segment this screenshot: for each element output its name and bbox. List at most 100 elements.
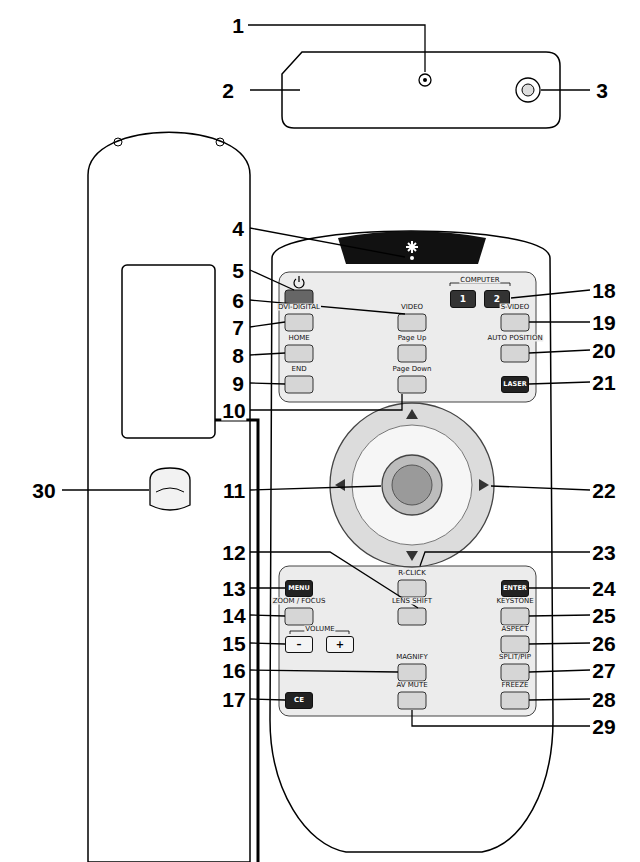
leader-line (412, 710, 590, 726)
button-label: – (297, 640, 302, 650)
callout-number: 26 (591, 633, 616, 654)
leader-line (250, 643, 285, 644)
callout-number: 9 (231, 373, 245, 394)
leader-line (529, 350, 590, 353)
callout-number: 5 (231, 260, 245, 281)
callout-number: 27 (591, 660, 616, 681)
callout-number: 23 (591, 542, 616, 563)
button-caption: LENS SHIFT (391, 598, 433, 605)
leader-line (541, 89, 590, 90)
laser-port-dot (423, 78, 427, 82)
button-caption: R-CLICK (397, 570, 426, 577)
callout-number: 12 (221, 542, 246, 563)
remote-button (285, 314, 313, 331)
pointer-line (215, 420, 258, 862)
pad-ring (352, 425, 472, 545)
button-caption: AV MUTE (395, 682, 428, 689)
callout-number: 8 (231, 345, 245, 366)
remote-button: MENU (285, 580, 313, 597)
button-caption: DVI-DIGITAL (277, 304, 321, 311)
remote-button (398, 345, 426, 362)
remote-button (398, 608, 426, 625)
leader-line (250, 486, 381, 490)
leader-line (491, 486, 590, 490)
button-caption: VIDEO (400, 304, 424, 311)
button-caption: MAGNIFY (395, 654, 429, 661)
callout-number: 22 (591, 480, 616, 501)
leader-line (250, 670, 398, 672)
leader-line (529, 382, 590, 384)
callout-number: 13 (221, 578, 246, 599)
leader-line (529, 699, 590, 700)
button-caption: S-VIDEO (500, 304, 531, 311)
back-hole (114, 138, 122, 146)
callout-number: 14 (221, 605, 246, 626)
ir-emitter-lens (522, 84, 534, 96)
callout-number: 28 (591, 689, 616, 710)
strap-clip (150, 468, 190, 510)
remote-button (398, 376, 426, 393)
remote-button (285, 376, 313, 393)
callout-number: 7 (231, 317, 245, 338)
ir-emitter (516, 78, 540, 102)
button-label: ENTER (503, 585, 527, 592)
button-caption: COMPUTER (459, 277, 500, 284)
leader-line (250, 394, 402, 410)
callout-number: 19 (591, 312, 616, 333)
button-caption: ZOOM / FOCUS (272, 598, 327, 605)
button-caption: SPLIT/PIP (498, 654, 532, 661)
callout-number: 25 (591, 605, 616, 626)
button-label: + (336, 640, 344, 650)
callout-number: 17 (221, 689, 246, 710)
leader-line (529, 670, 590, 672)
leader-line (250, 353, 285, 355)
leader-line (250, 615, 285, 616)
mouse-button-center (392, 465, 432, 505)
leader-line (511, 290, 590, 298)
remote-button (285, 345, 313, 362)
callout-number: 15 (221, 633, 246, 654)
button-label: MENU (288, 585, 310, 592)
power-symbol (294, 276, 304, 288)
clip-detail (156, 488, 184, 492)
remote-button (501, 345, 529, 362)
button-caption: VOLUME (304, 626, 335, 633)
button-caption: AUTO POSITION (486, 335, 543, 342)
remote-button (501, 608, 529, 625)
callout-number: 3 (595, 80, 609, 101)
remote-button (501, 636, 529, 653)
laser-port (419, 74, 431, 86)
leader-line (529, 615, 590, 616)
callout-number: 16 (221, 660, 246, 681)
remote-top-view (282, 52, 560, 128)
leader-line (62, 489, 149, 490)
direction-pad (330, 403, 494, 567)
button-caption: KEYSTONE (495, 598, 534, 605)
remote-button: LASER (501, 376, 529, 393)
mouse-button (382, 455, 442, 515)
button-caption: END (290, 366, 307, 373)
callout-number: 29 (591, 716, 616, 737)
leader-line (250, 89, 300, 90)
callout-number: 10 (221, 400, 246, 421)
callout-number: 4 (231, 218, 245, 239)
pad-arrows (335, 409, 489, 561)
button-caption: FREEZE (501, 682, 530, 689)
remote-button: + (326, 636, 354, 653)
remote-button (501, 314, 529, 331)
leader-line (250, 228, 405, 257)
remote-button: 1 (450, 290, 476, 308)
button-label: LASER (503, 381, 526, 388)
remote-button (501, 664, 529, 681)
callout-number: 24 (591, 578, 616, 599)
leader-line (248, 25, 425, 72)
leader-line (250, 300, 405, 314)
leader-lines (62, 25, 590, 726)
button-label: CE (294, 697, 304, 704)
button-label: 2 (494, 295, 500, 304)
leader-line (250, 699, 285, 700)
remote-button (398, 314, 426, 331)
battery-cover (122, 265, 215, 438)
